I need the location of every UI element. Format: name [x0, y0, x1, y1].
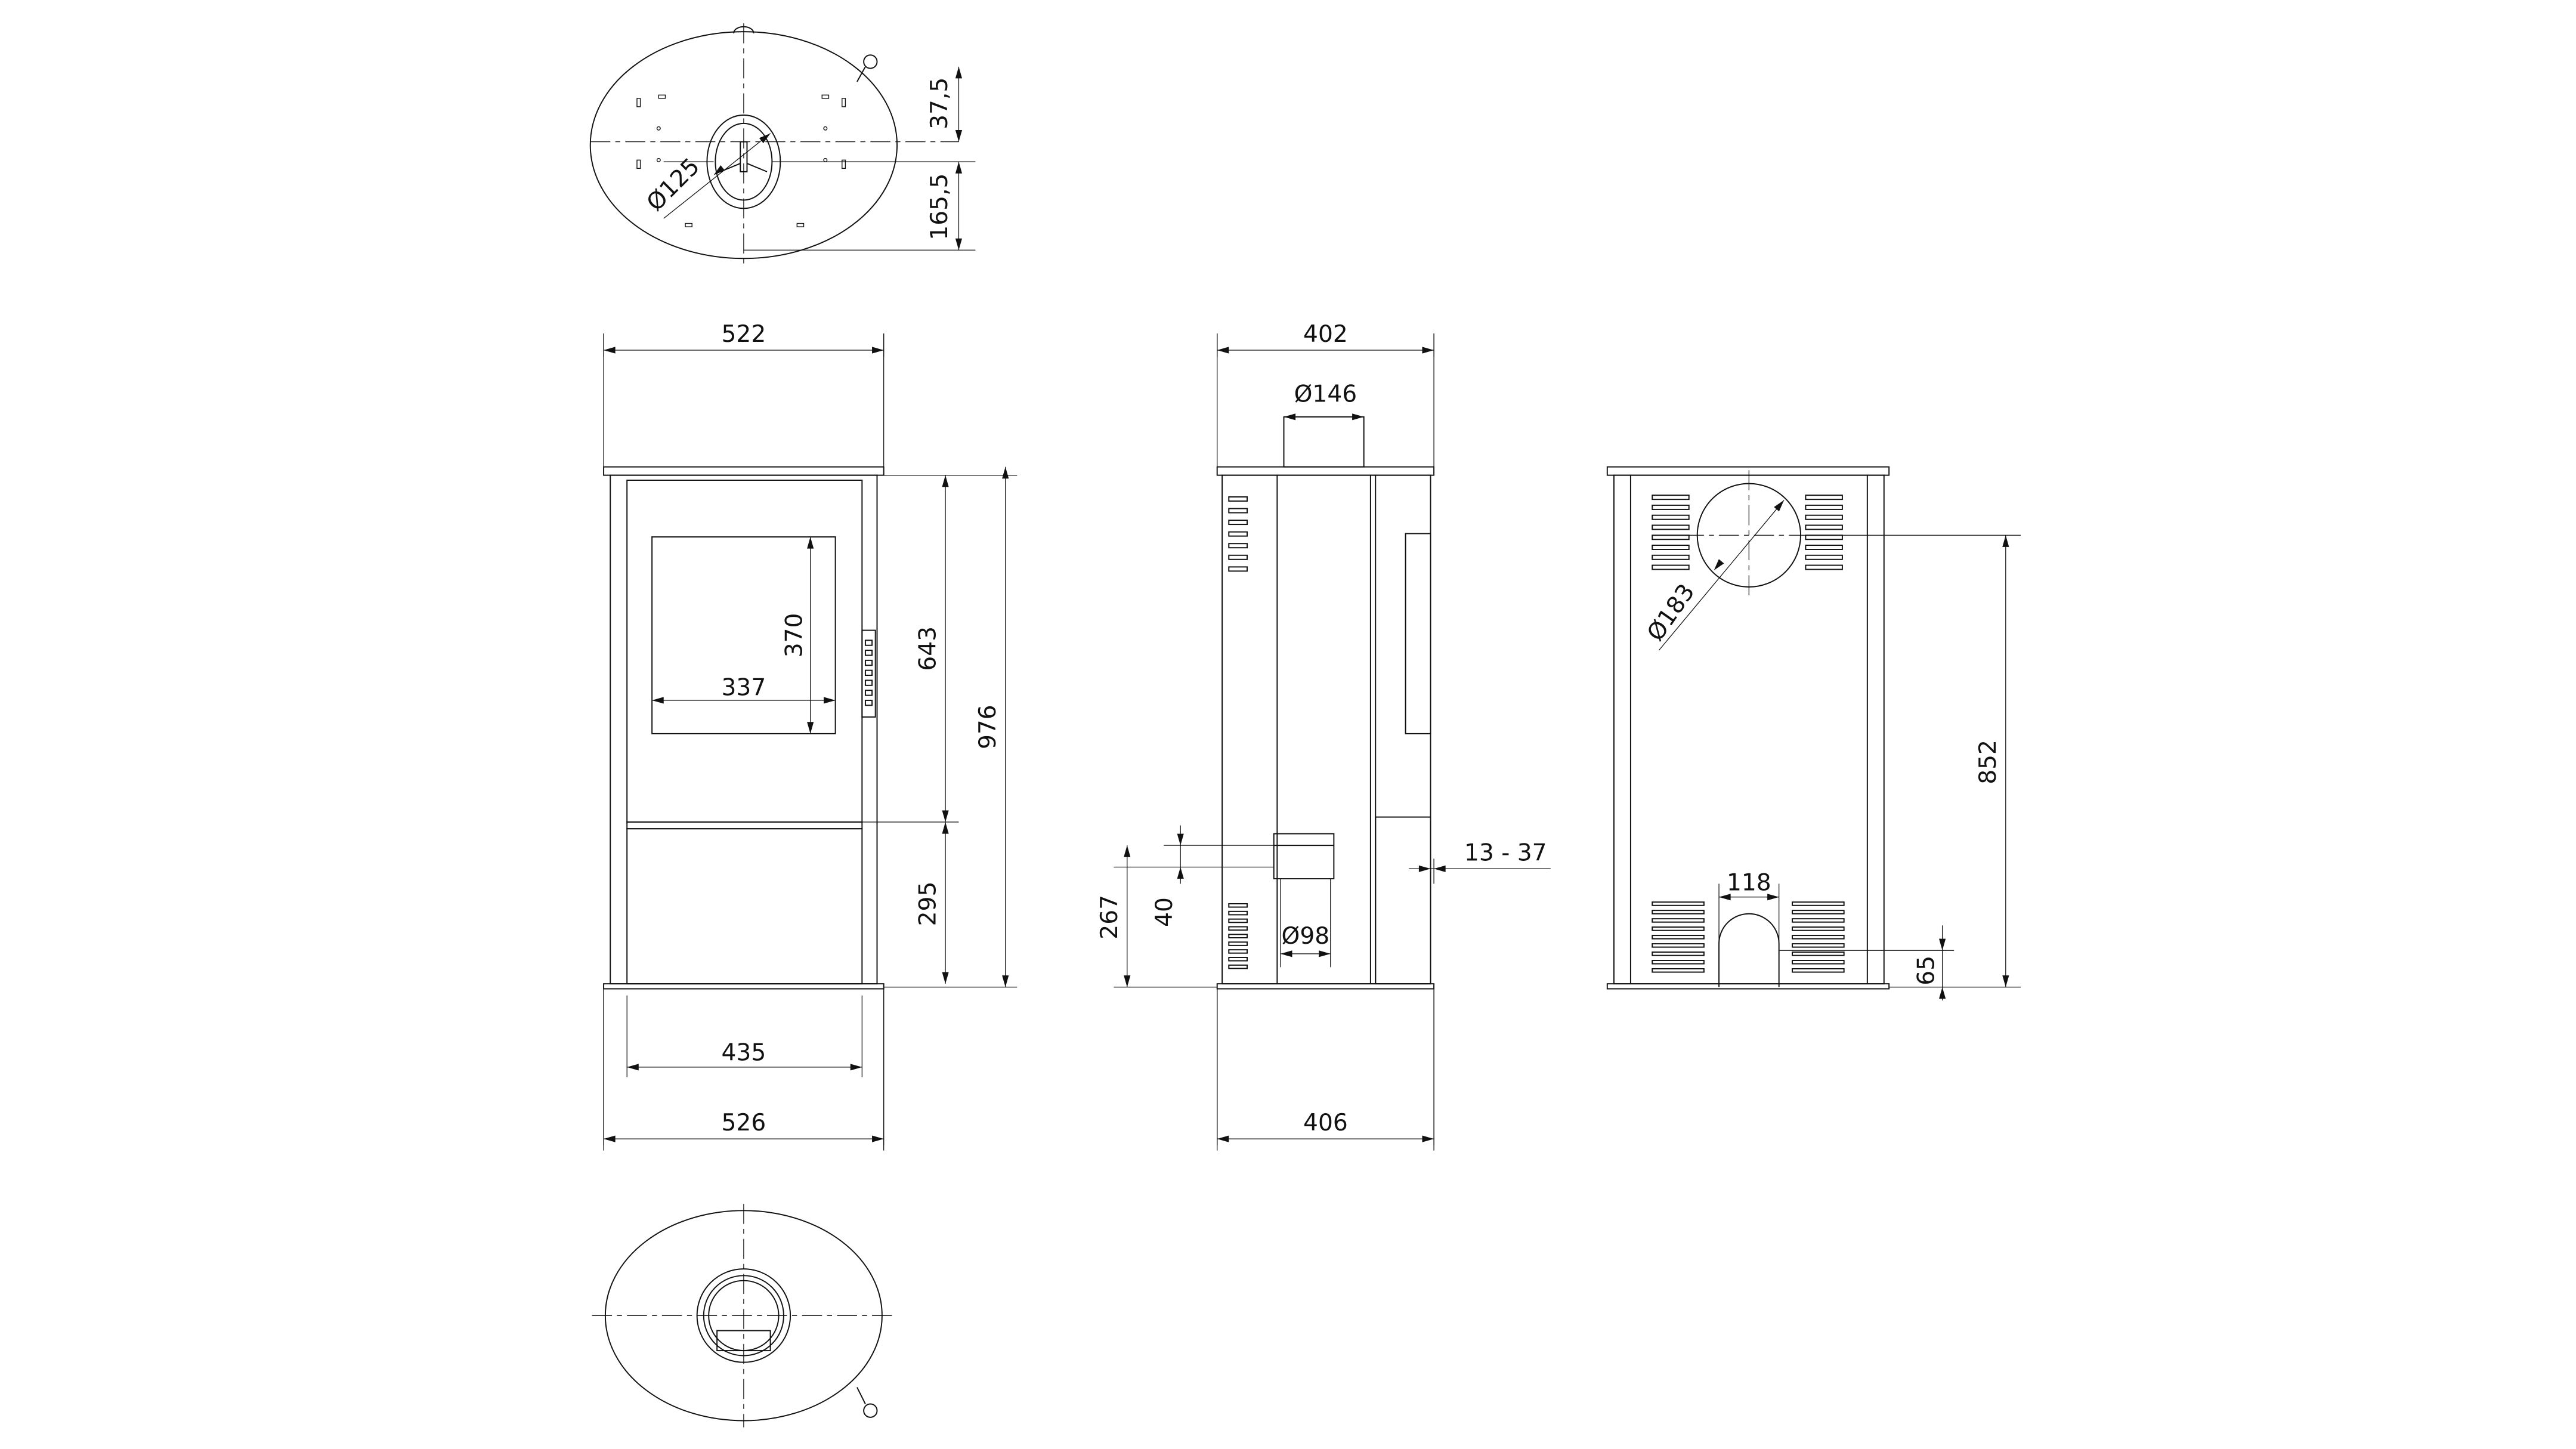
- dim-label-522: 522: [722, 321, 766, 348]
- vent-slot: [1652, 968, 1705, 973]
- vent-slot: [1792, 901, 1845, 906]
- vent-slot: [1652, 535, 1690, 540]
- dim-label-643: 643: [914, 626, 941, 671]
- dim-label-37-5: 37,5: [926, 78, 953, 129]
- vent-slot: [1652, 926, 1705, 931]
- dim-label-370: 370: [781, 613, 808, 658]
- handle-segment: [864, 639, 873, 646]
- vent-slot: [1652, 960, 1705, 965]
- handle-segment: [864, 669, 873, 676]
- dim-label-40: 40: [1151, 897, 1178, 927]
- top-view: [589, 23, 976, 267]
- vent-slot: [1228, 949, 1248, 954]
- vent-slot: [1792, 918, 1845, 923]
- dim-label-d98: Ø98: [1282, 923, 1330, 950]
- vent-slot: [1792, 968, 1845, 973]
- vent-slot: [1228, 543, 1248, 549]
- dim-label-165-5: 165,5: [926, 174, 953, 240]
- dim-label-402: 402: [1303, 321, 1348, 348]
- vent-slot: [1652, 951, 1705, 956]
- vent-slot: [1228, 918, 1248, 923]
- vent-slot: [1652, 918, 1705, 923]
- vent-slot: [1652, 495, 1690, 500]
- dim-label-337: 337: [722, 675, 766, 702]
- vent-slot: [1805, 504, 1843, 510]
- vent-slot: [1805, 564, 1843, 570]
- dim-label-d146: Ø146: [1294, 381, 1357, 408]
- vent-slot: [1792, 943, 1845, 948]
- dim-label-13-37: 13 - 37: [1464, 839, 1547, 866]
- dim-label-976: 976: [975, 705, 1001, 749]
- vent-slot: [1805, 495, 1843, 500]
- vent-slot: [1792, 926, 1845, 931]
- dim-label-406: 406: [1303, 1110, 1348, 1136]
- vent-slot: [1228, 941, 1248, 946]
- vent-slot: [1228, 496, 1248, 502]
- dim-label-295: 295: [914, 882, 941, 926]
- vent-slot: [1228, 964, 1248, 969]
- handle-segment: [864, 679, 873, 686]
- handle-segment: [864, 659, 873, 666]
- side-view: [1216, 416, 1435, 990]
- dim-label-526: 526: [722, 1110, 766, 1136]
- bottom-view: [592, 1204, 896, 1428]
- vent-slot: [1652, 504, 1690, 510]
- dim-label-118: 118: [1727, 870, 1771, 897]
- vent-slot: [1228, 554, 1248, 560]
- vent-slot: [1792, 951, 1845, 956]
- vent-slot: [1228, 957, 1248, 962]
- vent-slot: [1805, 554, 1843, 560]
- dim-label-852: 852: [1975, 740, 2002, 784]
- handle-segment: [864, 699, 873, 706]
- vent-slot: [1805, 545, 1843, 550]
- vent-slot: [1805, 535, 1843, 540]
- vent-slot: [1228, 926, 1248, 931]
- vent-slot: [1652, 564, 1690, 570]
- dim-label-65: 65: [1913, 956, 1940, 985]
- dim-label-267: 267: [1096, 895, 1123, 940]
- vent-slot: [1228, 910, 1248, 916]
- vent-slot: [1652, 901, 1705, 906]
- handle-segment: [864, 650, 873, 656]
- vent-slot: [1652, 943, 1705, 948]
- front-view: [603, 466, 885, 990]
- vent-slot: [1792, 910, 1845, 914]
- vent-slot: [1228, 566, 1248, 572]
- dim-label-435: 435: [722, 1040, 766, 1067]
- rear-view: [1606, 466, 2021, 990]
- vent-slot: [1652, 935, 1705, 940]
- vent-slot: [1805, 524, 1843, 530]
- vent-slot: [1228, 903, 1248, 908]
- vent-slot: [1228, 531, 1248, 537]
- vent-slot: [1652, 545, 1690, 550]
- vent-slot: [1652, 514, 1690, 520]
- vent-slot: [1652, 910, 1705, 914]
- dim-label-d125: Ø125: [642, 153, 705, 217]
- vent-slot: [1652, 554, 1690, 560]
- vent-slot: [1792, 935, 1845, 940]
- vent-slot: [1652, 524, 1690, 530]
- vent-slot: [1228, 508, 1248, 514]
- vent-slot: [1792, 960, 1845, 965]
- handle-segment: [864, 690, 873, 696]
- vent-slot: [1805, 514, 1843, 520]
- vent-slot: [1228, 934, 1248, 938]
- vent-slot: [1228, 520, 1248, 526]
